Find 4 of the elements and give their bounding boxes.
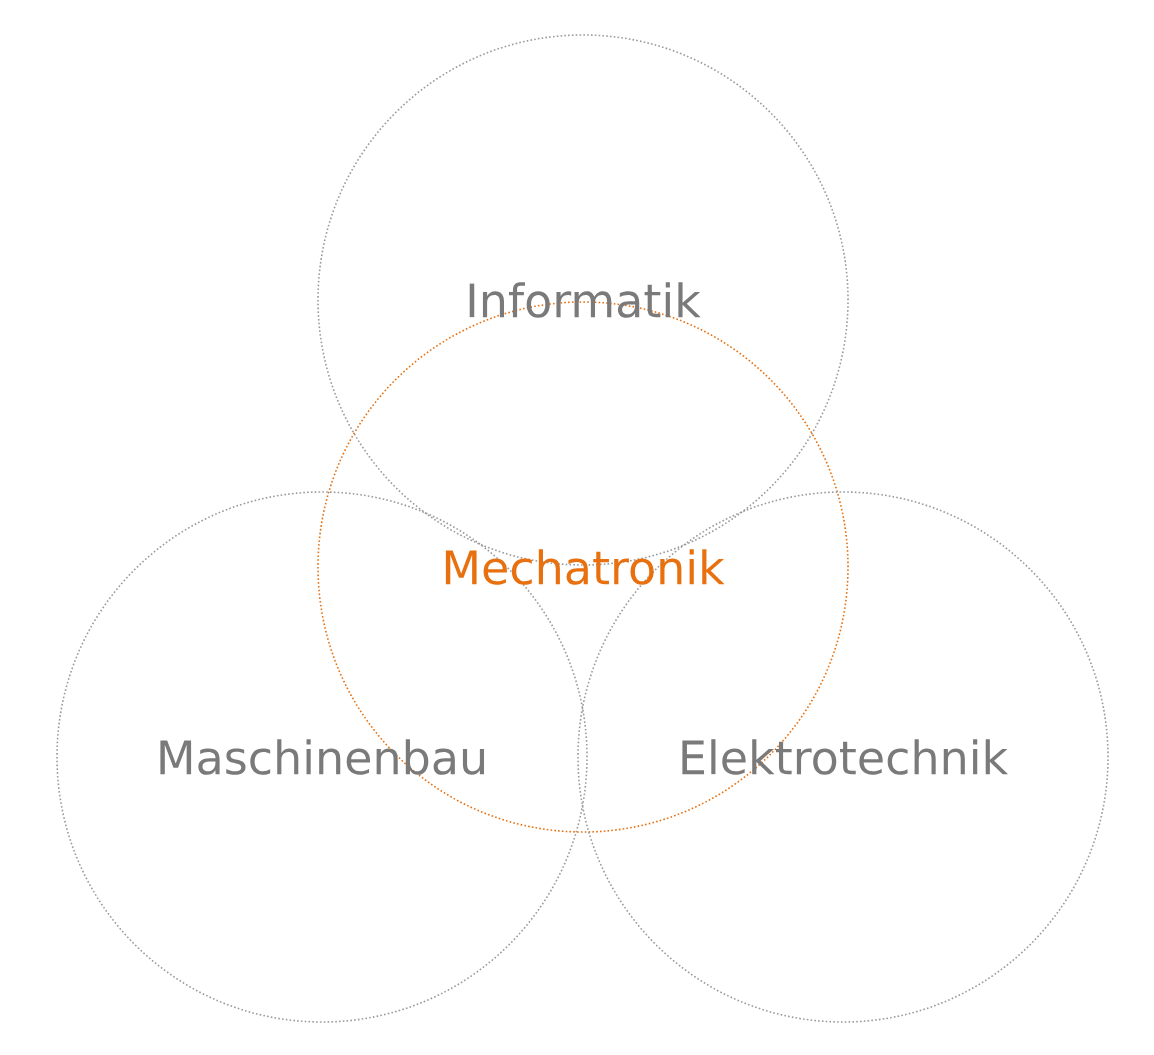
circle-label: Maschinenbau bbox=[160, 739, 484, 775]
circle-label: Elektrotechnik bbox=[682, 739, 1009, 775]
circle-label: Mechatronik bbox=[445, 549, 725, 585]
circle-label: Informatik bbox=[469, 282, 701, 318]
